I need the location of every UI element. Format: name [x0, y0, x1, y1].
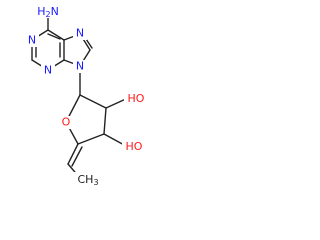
bond-c5-c6	[47, 29, 65, 41]
bond-layer	[31, 15, 129, 179]
atom-n1: N	[28, 34, 36, 47]
atom-n3: N	[44, 64, 52, 77]
methyl-label: CH3	[77, 173, 98, 187]
bond-c5-c6-double	[47, 33, 61, 40]
atom-n7: N	[76, 27, 84, 40]
amine-label: H2N	[37, 5, 59, 19]
bond-c3prime-c4prime	[77, 133, 105, 145]
bond-c4prime-c5prime	[67, 143, 79, 165]
hydroxyl-lower: HO	[126, 140, 143, 153]
bond-c4prime-c5prime-double	[71, 146, 83, 167]
atom-labels: H2N N N N N O HO HO CH3	[25, 5, 148, 187]
hydroxyl-upper: HO	[128, 92, 145, 105]
bond-c2prime-c3prime	[103, 107, 107, 135]
bond-c1prime-c2prime	[79, 94, 107, 109]
atom-ring-oxygen: O	[62, 116, 71, 129]
molecular-structure: H2N N N N N O HO HO CH3	[25, 5, 148, 187]
atom-n9: N	[76, 60, 84, 73]
